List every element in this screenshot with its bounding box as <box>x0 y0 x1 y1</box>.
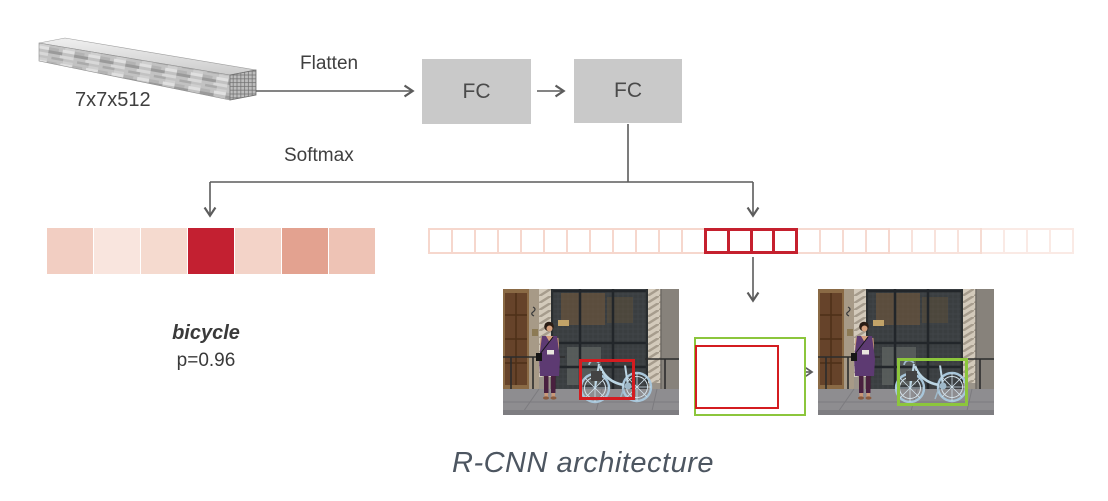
input-photo-proposal <box>503 289 679 415</box>
green-bounding-box <box>897 358 968 406</box>
vector-cell <box>1003 230 1026 252</box>
vector-cell <box>1049 230 1072 252</box>
vector-cell <box>957 230 980 252</box>
vector-cell <box>543 230 566 252</box>
vector-cell <box>749 231 773 251</box>
vector-cell <box>589 230 612 252</box>
probability-label: p=0.96 <box>176 350 236 371</box>
bbox-vector-strip <box>428 228 1074 254</box>
vector-cell <box>707 231 727 251</box>
vector-cell <box>819 230 842 252</box>
vector-cell <box>658 230 681 252</box>
fc-box-2-label: FC <box>614 79 642 102</box>
score-cell <box>94 228 140 274</box>
vector-cell <box>890 230 911 252</box>
vector-cell <box>772 231 795 251</box>
fc-box-2: FC <box>574 59 682 123</box>
score-cell <box>282 228 328 274</box>
class-scores-strip <box>47 228 375 274</box>
output-photo-refined <box>818 289 994 415</box>
regression-proposal-box <box>695 345 779 409</box>
score-cell <box>188 228 234 274</box>
score-cell <box>235 228 281 274</box>
vector-cell <box>614 230 635 252</box>
score-cell <box>141 228 187 274</box>
vector-cell <box>430 230 451 252</box>
bbox-vector-group <box>888 228 982 254</box>
vector-cell <box>865 230 888 252</box>
score-cell <box>329 228 375 274</box>
vector-cell <box>451 230 474 252</box>
bbox-vector-group <box>428 228 522 254</box>
vector-cell <box>566 230 589 252</box>
fc-box-1-label: FC <box>462 79 491 103</box>
bbox-regression-diagram <box>694 337 806 416</box>
vector-cell <box>982 230 1003 252</box>
bbox-vector-highlighted-group <box>704 228 798 254</box>
vector-cell <box>934 230 957 252</box>
predicted-class-label: bicycle <box>172 322 240 344</box>
flatten-label: Flatten <box>300 53 359 74</box>
vector-cell <box>474 230 497 252</box>
figure-caption: R-CNN architecture <box>452 447 714 479</box>
red-bounding-box <box>579 359 635 400</box>
vector-cell <box>681 230 704 252</box>
vector-cell <box>1026 230 1049 252</box>
vector-cell <box>497 230 520 252</box>
bbox-vector-group <box>980 228 1074 254</box>
vector-cell <box>635 230 658 252</box>
bbox-vector-group <box>796 228 890 254</box>
vector-cell <box>798 230 819 252</box>
prediction-block: bicycle p=0.96 <box>130 322 282 372</box>
feature-map-cuboid <box>38 37 257 101</box>
vector-cell <box>911 230 934 252</box>
score-cell <box>47 228 93 274</box>
softmax-label: Softmax <box>284 145 354 166</box>
bbox-vector-group <box>520 228 614 254</box>
bbox-vector-group <box>612 228 706 254</box>
vector-cell <box>726 231 750 251</box>
fc-box-1: FC <box>422 59 531 124</box>
vector-cell <box>842 230 865 252</box>
vector-cell <box>522 230 543 252</box>
feature-map-label: 7x7x512 <box>75 89 151 111</box>
